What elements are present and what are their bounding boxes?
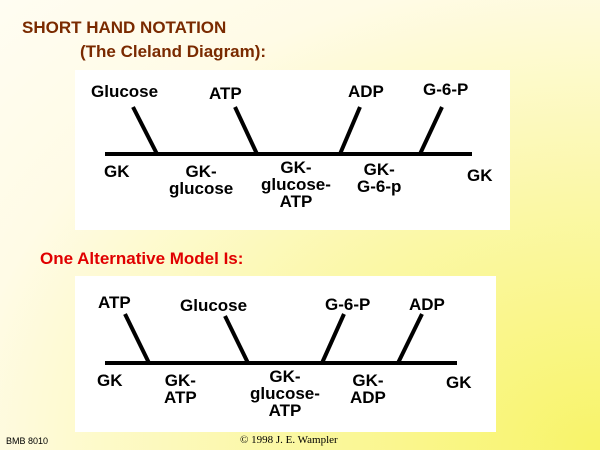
enzyme-form-label: GK- glucose xyxy=(169,162,234,198)
title-line-1: SHORT HAND NOTATION xyxy=(22,18,227,37)
enzyme-form-label: GK- ADP xyxy=(350,371,386,407)
arrow-adp xyxy=(338,106,362,155)
substrate-label: Glucose xyxy=(91,82,159,101)
substrate-label: Glucose xyxy=(180,296,248,315)
enzyme-form-label: GK- G-6-p xyxy=(357,160,402,196)
arrow-atp xyxy=(233,106,259,155)
title-line-2: (The Cleland Diagram): xyxy=(80,42,267,61)
arrow-adp xyxy=(396,313,424,364)
product-label: ADP xyxy=(348,82,384,101)
cleland-diagram-lines xyxy=(105,106,472,156)
enzyme-form-label: GK- glucose- ATP xyxy=(261,158,331,211)
enzyme-form-label: GK xyxy=(97,371,123,390)
course-label: BMB 8010 xyxy=(6,436,49,446)
arrow-glucose xyxy=(131,106,159,155)
alternative-diagram-lines xyxy=(105,313,457,365)
enzyme-form-label: GK- ATP xyxy=(164,371,197,407)
product-label: ADP xyxy=(409,295,445,314)
product-label: G-6-P xyxy=(325,295,371,314)
substrate-label: ATP xyxy=(98,293,131,312)
enzyme-form-label: GK- glucose- ATP xyxy=(250,367,320,420)
cleland-diagram-panel: Glucose ATP ADP G-6-P GK GK- glucose GK-… xyxy=(75,70,510,230)
copyright-notice: © 1998 J. E. Wampler xyxy=(240,434,338,446)
enzyme-form-label: GK xyxy=(104,162,130,181)
product-label: G-6-P xyxy=(423,80,469,99)
alternative-diagram-panel: ATP Glucose G-6-P ADP GK GK- ATP GK- glu… xyxy=(75,276,496,432)
alternative-model-heading: One Alternative Model Is: xyxy=(40,249,244,268)
enzyme-form-label: GK xyxy=(467,166,493,185)
arrow-atp xyxy=(123,313,151,364)
arrow-g6p xyxy=(418,106,444,155)
enzyme-form-label: GK xyxy=(446,373,472,392)
arrow-g6p xyxy=(320,313,346,364)
substrate-label: ATP xyxy=(209,84,242,103)
arrow-glucose xyxy=(223,315,250,364)
